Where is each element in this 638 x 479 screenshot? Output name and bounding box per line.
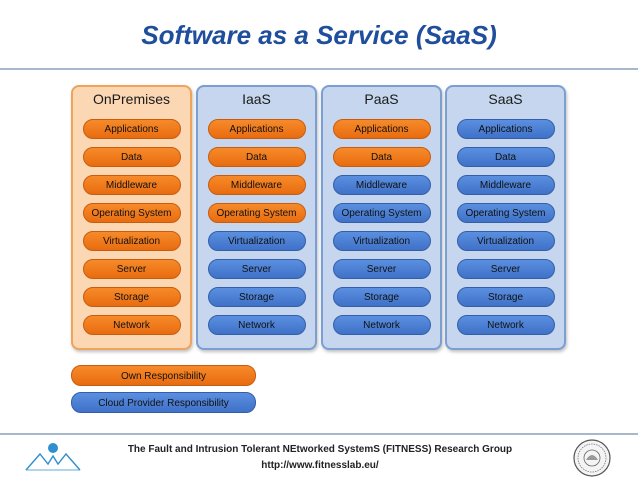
layer-data: Data [82,147,181,167]
layer-network: Network [82,315,181,335]
footer-divider [0,433,638,435]
layer-network: Network [332,315,431,335]
layer-operating-system: Operating System [332,203,431,223]
layer-storage: Storage [207,287,306,307]
legend-cloud-provider-responsibility: Cloud Provider Responsibility [71,392,256,413]
layer-applications: Applications [207,119,306,139]
layer-server: Server [207,259,306,279]
layer-middleware: Middleware [456,175,555,195]
column-header: PaaS [364,91,399,107]
footer-url-link[interactable]: http://www.fitnesslab.eu/ [261,460,379,471]
layer-virtualization: Virtualization [456,231,555,251]
layer-middleware: Middleware [332,175,431,195]
layer-data: Data [332,147,431,167]
layer-applications: Applications [332,119,431,139]
layer-operating-system: Operating System [82,203,181,223]
layer-virtualization: Virtualization [332,231,431,251]
layer-operating-system: Operating System [207,203,306,223]
layer-server: Server [332,259,431,279]
layer-server: Server [456,259,555,279]
footer-group-name: The Fault and Intrusion Tolerant NEtwork… [127,444,513,455]
title-divider [0,68,638,70]
layer-storage: Storage [82,287,181,307]
layer-operating-system: Operating System [456,203,555,223]
legend-own-responsibility: Own Responsibility [71,365,256,386]
layer-applications: Applications [456,119,555,139]
university-seal-icon [573,439,611,477]
layer-virtualization: Virtualization [82,231,181,251]
column-header: SaaS [488,91,523,107]
page-title: Software as a Service (SaaS) [141,20,497,50]
column-header: IaaS [242,91,271,107]
layer-storage: Storage [456,287,555,307]
layer-data: Data [207,147,306,167]
layer-applications: Applications [82,119,181,139]
layer-network: Network [456,315,555,335]
layer-middleware: Middleware [82,175,181,195]
layer-middleware: Middleware [207,175,306,195]
layer-network: Network [207,315,306,335]
layer-data: Data [456,147,555,167]
layer-virtualization: Virtualization [207,231,306,251]
layer-storage: Storage [332,287,431,307]
column-header: OnPremises [92,91,171,107]
fitness-logo-icon [25,443,81,471]
layer-server: Server [82,259,181,279]
